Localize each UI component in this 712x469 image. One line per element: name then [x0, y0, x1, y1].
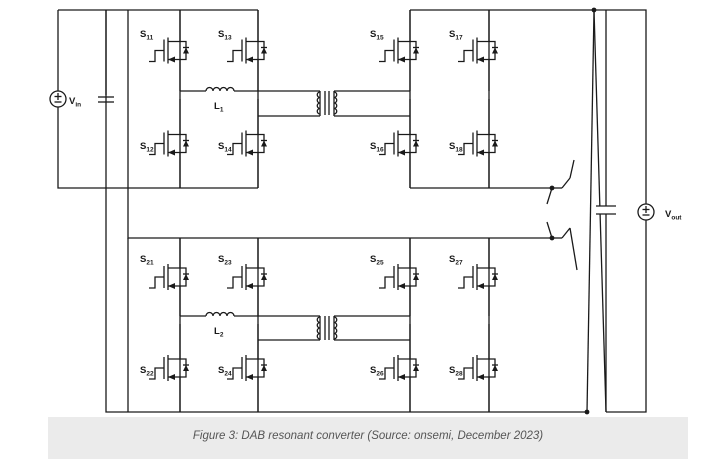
junction-dot	[549, 185, 555, 191]
switch-label: S28	[449, 365, 463, 378]
config-switch	[546, 221, 553, 239]
config-switch	[546, 187, 553, 205]
mosfet-switch	[379, 238, 419, 316]
inductor	[205, 311, 235, 317]
mosfet-switch	[227, 99, 267, 188]
mosfet-switch	[458, 99, 498, 188]
config-switch	[561, 227, 571, 239]
mosfet-switch	[149, 99, 189, 188]
inductor	[205, 86, 235, 92]
switch-label: S12	[140, 141, 154, 154]
wire	[105, 10, 587, 413]
mosfet-switch	[149, 324, 189, 412]
inductor-l2-label: L2	[214, 326, 224, 339]
wire	[569, 159, 575, 179]
switch-label: S15	[370, 29, 384, 42]
circuit-wires	[57, 9, 647, 413]
figure-caption: Figure 3: DAB resonant converter (Source…	[192, 430, 544, 442]
vout-label: Vout	[665, 209, 682, 222]
vin-label: Vin	[69, 96, 81, 109]
mosfet-switch	[379, 324, 419, 412]
switch-label: S21	[140, 254, 154, 267]
switch-label: S25	[370, 254, 384, 267]
wire	[127, 10, 489, 239]
vout-source	[637, 203, 655, 221]
config-switch	[561, 177, 571, 189]
mosfet-switch	[379, 99, 419, 188]
mosfet-switch	[227, 324, 267, 412]
mosfet-switch	[149, 238, 189, 316]
circuit-components	[49, 7, 655, 415]
switch-label: S22	[140, 365, 154, 378]
switch-label: S27	[449, 254, 463, 267]
inductor-l1-label: L1	[214, 101, 224, 114]
wire	[57, 10, 128, 189]
output-capacitor-gap	[598, 206, 614, 214]
switch-label: S24	[218, 365, 232, 378]
mosfet-switch	[458, 324, 498, 412]
mosfet-switch	[379, 10, 419, 91]
switch-label: S18	[449, 141, 463, 154]
switch-label: S14	[218, 141, 232, 154]
mosfet-switch	[227, 238, 267, 316]
vin-source	[49, 90, 67, 108]
switch-label: S11	[140, 29, 154, 42]
junction-dot	[591, 7, 597, 13]
switch-label: S17	[449, 29, 463, 42]
switch-label: S26	[370, 365, 384, 378]
switch-label: S16	[370, 141, 384, 154]
transformer	[316, 316, 338, 340]
junction-dot	[549, 235, 555, 241]
mosfet-switch	[149, 10, 189, 91]
mosfet-switch	[458, 10, 498, 91]
wire	[569, 227, 578, 271]
transformer	[316, 91, 338, 115]
wire	[586, 9, 595, 413]
caption-box: Figure 3: DAB resonant converter (Source…	[48, 417, 688, 459]
mosfet-switch	[458, 238, 498, 316]
switch-label: S23	[218, 254, 232, 267]
mosfet-switch	[227, 10, 267, 91]
switch-label: S13	[218, 29, 232, 42]
junction-dot	[584, 409, 590, 415]
